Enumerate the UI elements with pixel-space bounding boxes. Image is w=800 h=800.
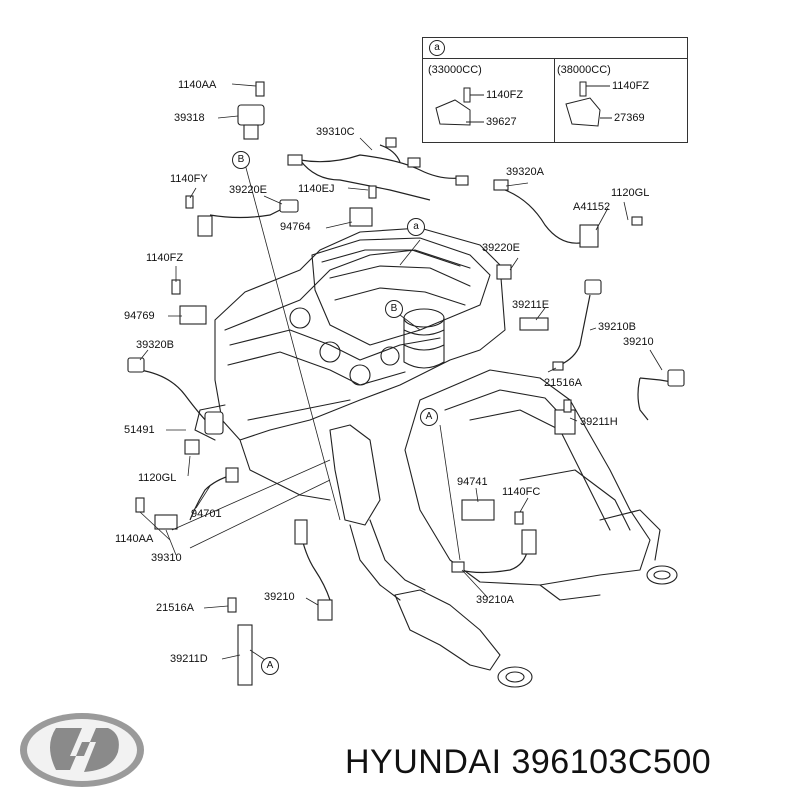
engine-block (194, 227, 506, 501)
inset-left-variant: (33000CC) (428, 64, 482, 76)
transmission (404, 369, 661, 601)
label-39320A: 39320A (506, 166, 544, 178)
label-1140FC: 1140FC (502, 486, 541, 498)
hyundai-logo (20, 713, 144, 787)
leader-lines (139, 83, 663, 663)
inset-right-part-2: 27369 (614, 112, 645, 124)
label-39210A: 39210A (476, 594, 514, 606)
brand-part-number: HYUNDAI 396103C500 (345, 743, 712, 781)
label-94741: 94741 (457, 476, 488, 488)
wiring (139, 144, 673, 601)
inset-left-part-2: 39627 (486, 116, 517, 128)
label-39220E-mid: 39220E (482, 242, 520, 254)
inset-marker: a (429, 40, 445, 56)
label-39210B: 39210B (598, 321, 636, 333)
label-1140AA-bottom: 1140AA (115, 533, 154, 545)
label-1140EJ: 1140EJ (298, 183, 335, 195)
label-1140FZ: 1140FZ (146, 252, 184, 264)
label-1120GL-right: 1120GL (611, 187, 650, 199)
label-39210-right: 39210 (623, 336, 654, 348)
label-94764: 94764 (280, 221, 311, 233)
label-94769: 94769 (124, 310, 155, 322)
callout-A-engine: A (420, 408, 438, 426)
callout-A-bottom: A (261, 657, 279, 675)
inset-panel (422, 37, 688, 143)
label-1120GL-left: 1120GL (138, 472, 177, 484)
label-94701: 94701 (191, 508, 222, 520)
label-39211H: 39211H (580, 416, 618, 428)
label-51491: 51491 (124, 424, 155, 436)
inset-right-variant: (38000CC) (557, 64, 611, 76)
inset-divider (554, 58, 555, 142)
callout-B-top: B (232, 151, 250, 169)
label-39320B: 39320B (136, 339, 174, 351)
callout-B-engine: B (385, 300, 403, 318)
label-39318: 39318 (174, 112, 205, 124)
inset-header (423, 38, 687, 59)
label-A41152: A41152 (573, 201, 611, 213)
label-1140FY: 1140FY (170, 173, 208, 185)
exhaust-pipe (329, 424, 678, 688)
inset-right-part-1: 1140FZ (612, 80, 650, 92)
label-39211E: 39211E (512, 299, 550, 311)
label-21516A-right: 21516A (544, 377, 582, 389)
label-1140AA-top: 1140AA (178, 79, 217, 91)
small-parts (127, 81, 685, 686)
label-21516A-left: 21516A (156, 602, 194, 614)
label-39211D: 39211D (170, 653, 208, 665)
label-39210-bottom: 39210 (264, 591, 295, 603)
label-39310: 39310 (151, 552, 182, 564)
inset-drawings (435, 81, 612, 127)
label-39310C: 39310C (316, 126, 355, 138)
callout-a-engine: a (407, 218, 425, 236)
inset-left-part-1: 1140FZ (486, 89, 524, 101)
label-39220E-left: 39220E (229, 184, 267, 196)
